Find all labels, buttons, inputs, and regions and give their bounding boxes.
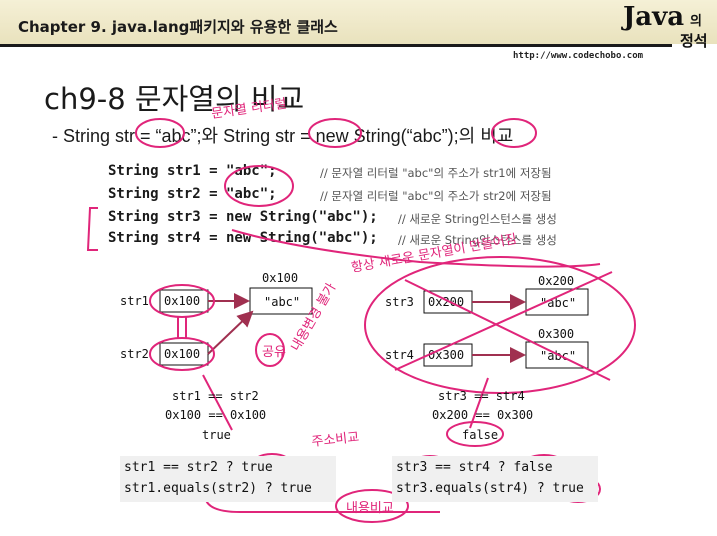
circle-str2-mark [149,337,215,371]
right-addr-label-1: 0x200 [538,274,574,288]
left-var2-name: str2 [120,347,149,361]
compare-right-line1: str3 == str4 [438,389,525,403]
circle-false-mark [446,421,504,447]
left-var1-name: str1 [120,294,149,308]
right-addr-label-2: 0x300 [538,327,574,341]
right-object1-box [525,288,589,316]
code-line-2: String str2 = "abc"; [108,186,277,202]
compare-left-line1: str1 == str2 [172,389,259,403]
bullet-point: - String str = “abc”;와 String str = new … [52,126,514,146]
code-comment-4: // 새로운 String인스턴스를 생성 [398,233,557,247]
circle-new-mark [308,118,362,148]
circle-literal-mark [224,165,294,207]
compare-left-result: true [202,428,231,442]
result-left-line1: str1 == str2 ? true [124,460,273,475]
note-new-object: 항상 새로운 문자열이 만들어짐 [350,232,518,276]
cross-left-mark [202,374,233,431]
note-literal: 문자열 리터럴 [210,97,287,122]
bracket-mark [86,207,98,251]
compare-left-line2: 0x100 == 0x100 [165,408,267,422]
left-object-box [249,287,313,315]
right-var3-name: str3 [385,295,414,309]
right-var4-value: 0x300 [428,348,464,362]
code-line-4: String str4 = new String("abc"); [108,230,378,246]
code-comment-2: // 문자열 리터럴 "abc"의 주소가 str2에 저장됨 [320,189,552,203]
circle-str1-mark [149,284,215,318]
result-right-box [392,456,598,502]
left-var2-value: 0x100 [164,347,200,361]
code-comment-1: // 문자열 리터럴 "abc"의 주소가 str1에 저장됨 [320,166,552,180]
note-shared: 공유 [262,345,286,360]
code-text: String str3 = new String("abc"); [108,209,378,225]
code-text: String str4 = new String("abc"); [108,230,378,246]
code-comment-3: // 새로운 String인스턴스를 생성 [398,212,557,226]
code-line-3: String str3 = new String("abc"); [108,209,378,225]
cross-mark-2 [404,279,611,381]
logo-ui: 의 [690,14,702,29]
right-var4-name: str4 [385,348,414,362]
result-right-line2: str3.equals(str4) ? true [396,481,584,496]
cross-right-mark [469,377,489,429]
header-bar [0,0,717,44]
site-url: http://www.codechobo.com [513,51,644,61]
circle-right-mark [364,256,636,394]
left-arrow-2 [207,310,254,355]
note-address-compare: 주소비교 [311,430,360,450]
result-left-box [120,456,336,502]
cross-mark-1 [394,271,613,371]
header-rule [0,44,672,47]
left-var1-value: 0x100 [164,294,200,308]
left-addr-label: 0x100 [262,271,298,285]
chapter-title: Chapter 9. java.lang패키지와 유용한 클래스 [18,18,338,36]
logo-java: Java [623,2,685,32]
compare-right-line2: 0x200 == 0x300 [432,408,534,422]
result-right-line1: str3 == str4 ? false [396,460,553,475]
circle-content-mark [335,489,409,523]
circle-shared-mark [255,333,285,367]
left-object-text: "abc" [264,295,300,309]
circle-abc-mark [135,118,185,148]
code-text: String str2 = "abc"; [108,186,277,202]
slide-title: ch9-8 문자열의 비교 [44,82,305,116]
annotation-marks [86,118,636,523]
logo-jeongseok: 정석 [680,32,708,50]
result-left-line2: str1.equals(str2) ? true [124,481,312,496]
circle-compare-mark [491,118,537,148]
compare-right-result: false [462,428,499,442]
note-content-compare: 내용비교 [346,501,394,516]
